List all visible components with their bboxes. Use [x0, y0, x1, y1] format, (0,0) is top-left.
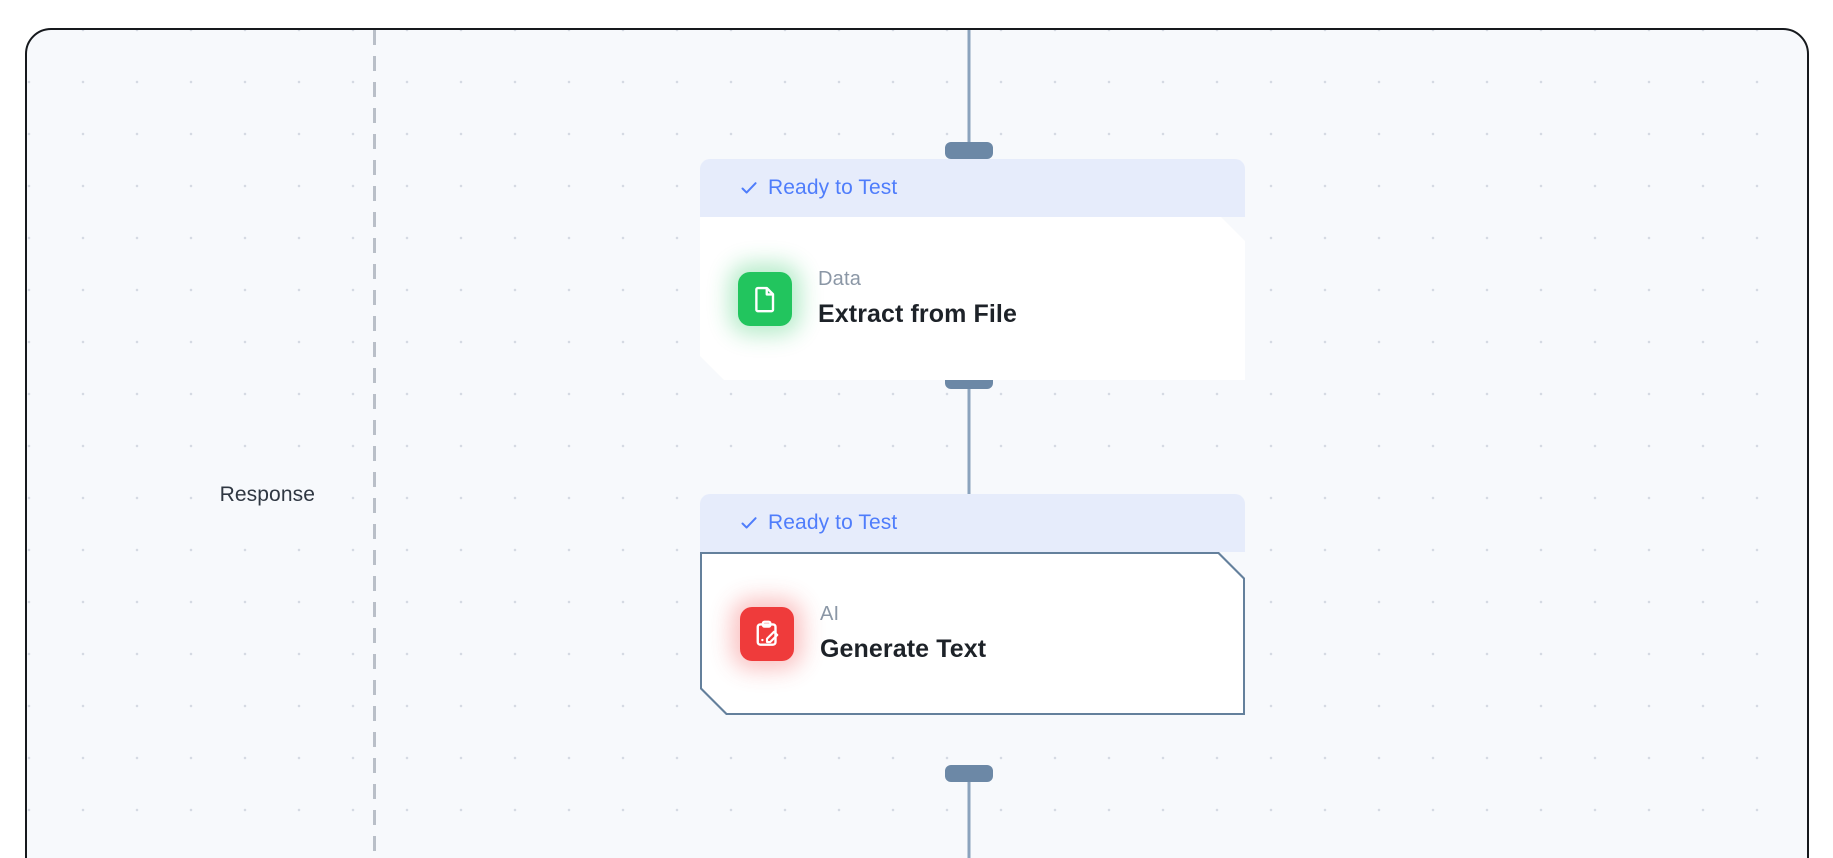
node-body[interactable]: Data Extract from File	[700, 217, 1245, 380]
edge-outgoing[interactable]	[967, 770, 971, 858]
file-document-icon	[738, 272, 792, 326]
port-handle-node1-input[interactable]	[945, 142, 993, 159]
node-category-label: Data	[818, 268, 862, 290]
node-category-label: AI	[820, 603, 840, 625]
lane-label-response: Response	[219, 483, 315, 506]
node-body[interactable]: AI Generate Text	[702, 554, 1243, 713]
node-selection-outline: AI Generate Text	[700, 552, 1245, 715]
clipboard-pencil-icon	[740, 607, 794, 661]
workflow-canvas[interactable]: Response Ready to Test	[25, 28, 1809, 858]
port-handle-node2-output[interactable]	[945, 765, 993, 782]
workflow-node-extract-from-file[interactable]: Ready to Test Data Extract from File	[700, 159, 1245, 380]
node-text-group: AI Generate Text	[820, 603, 986, 664]
check-icon	[739, 513, 759, 533]
node-status-header: Ready to Test	[700, 494, 1245, 552]
node-title-label: Generate Text	[820, 635, 987, 663]
node-status-header: Ready to Test	[700, 159, 1245, 217]
edge-incoming[interactable]	[967, 30, 971, 148]
canvas-grid-dots	[27, 30, 1807, 858]
edge-node1-to-node2[interactable]	[967, 375, 971, 535]
lane-divider	[373, 30, 376, 858]
check-icon	[739, 178, 759, 198]
node-status-label: Ready to Test	[768, 511, 898, 534]
node-text-group: Data Extract from File	[818, 268, 1017, 329]
workflow-node-generate-text[interactable]: Ready to Test AI Generate Text	[700, 494, 1245, 715]
node-title-label: Extract from File	[818, 300, 1017, 328]
node-status-label: Ready to Test	[768, 176, 898, 199]
